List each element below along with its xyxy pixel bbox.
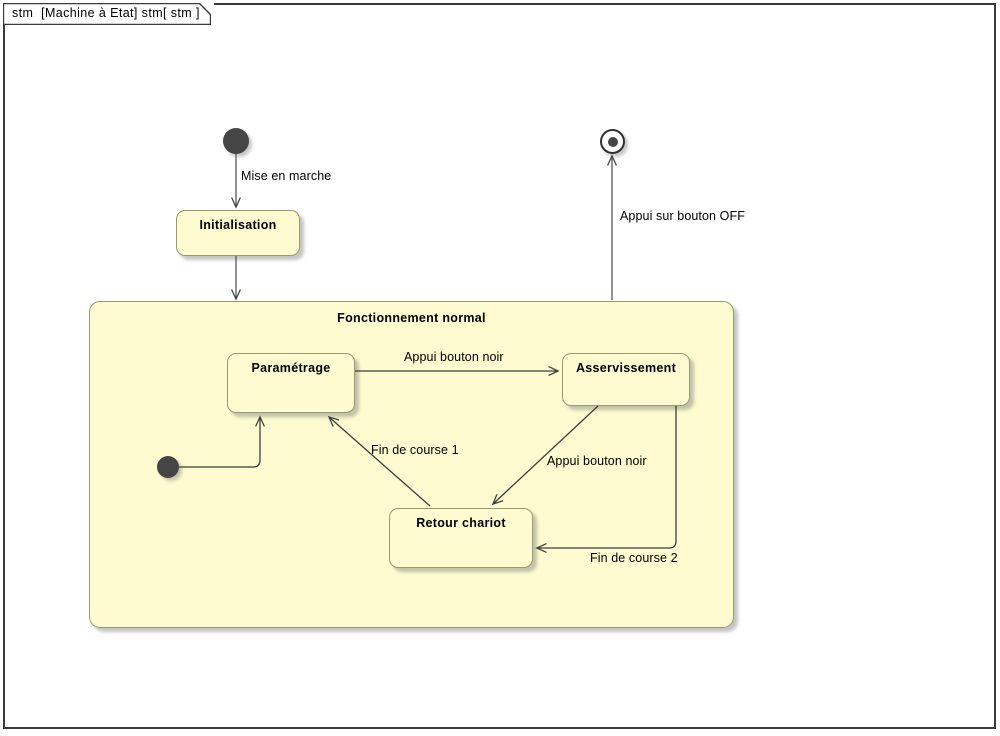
transition-label-mise-en-marche: Mise en marche bbox=[241, 169, 332, 183]
transition-label-appui-bouton-noir-1: Appui bouton noir bbox=[404, 350, 504, 364]
state-label-fonctionnement-normal: Fonctionnement normal bbox=[337, 311, 486, 325]
transition-label-appui-sur-bouton-off: Appui sur bouton OFF bbox=[620, 209, 745, 223]
transition-label-appui-bouton-noir-2: Appui bouton noir bbox=[547, 454, 647, 468]
state-label-initialisation: Initialisation bbox=[199, 218, 277, 232]
state-asservissement[interactable]: Asservissement bbox=[562, 353, 690, 406]
transition-label-fin-de-course-2: Fin de course 2 bbox=[590, 551, 678, 565]
state-label-retour-chariot: Retour chariot bbox=[416, 516, 506, 530]
initial-state-node-top[interactable] bbox=[223, 128, 249, 154]
state-initialisation[interactable]: Initialisation bbox=[176, 210, 300, 256]
diagram-frame-label: stm [Machine à Etat] stm[ stm ] bbox=[12, 5, 200, 20]
state-retour-chariot[interactable]: Retour chariot bbox=[389, 508, 533, 568]
state-parametrage[interactable]: Paramétrage bbox=[227, 353, 355, 413]
state-label-asservissement: Asservissement bbox=[575, 361, 677, 375]
state-label-parametrage: Paramétrage bbox=[251, 361, 331, 375]
frame-tab-shape-icon bbox=[3, 3, 211, 25]
diagram-frame-tab: stm [Machine à Etat] stm[ stm ] bbox=[3, 3, 214, 25]
final-state-node[interactable] bbox=[600, 129, 625, 154]
initial-state-node-inner[interactable] bbox=[157, 456, 179, 478]
transition-label-fin-de-course-1: Fin de course 1 bbox=[371, 443, 459, 457]
